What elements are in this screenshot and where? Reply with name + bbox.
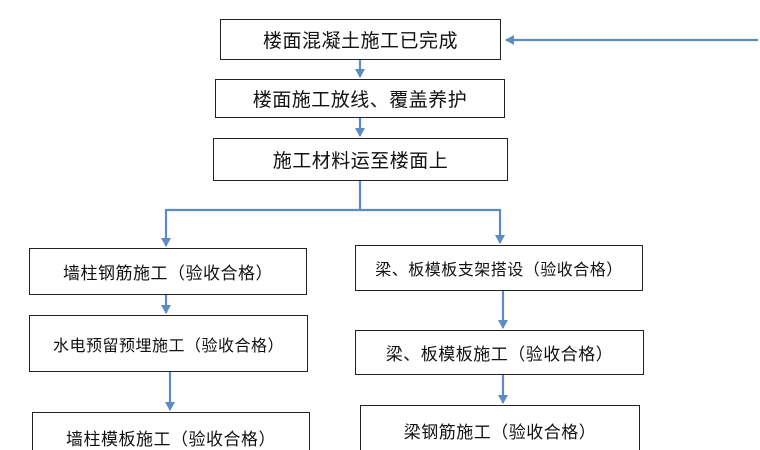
node-layout-and-curing: 楼面施工放线、覆盖养护 (215, 79, 505, 118)
node-wall-column-formwork: 墙柱模板施工（验收合格） (32, 412, 310, 450)
node-beam-slab-formwork: 梁、板模板施工（验收合格） (355, 330, 644, 375)
arrow-branch-right (360, 208, 505, 244)
node-materials-to-floor: 施工材料运至楼面上 (213, 138, 508, 181)
node-wall-column-rebar: 墙柱钢筋施工（验收合格） (29, 248, 307, 295)
node-beam-rebar: 梁钢筋施工（验收合格） (360, 405, 640, 450)
node-plumbing-electrical-embed: 水电预留预埋施工（验收合格） (29, 315, 308, 372)
node-beam-slab-support: 梁、板模板支架搭设（验收合格） (355, 245, 643, 291)
arrow-branch-left (161, 181, 362, 247)
node-slab-concrete-done: 楼面混凝土施工已完成 (220, 19, 501, 60)
